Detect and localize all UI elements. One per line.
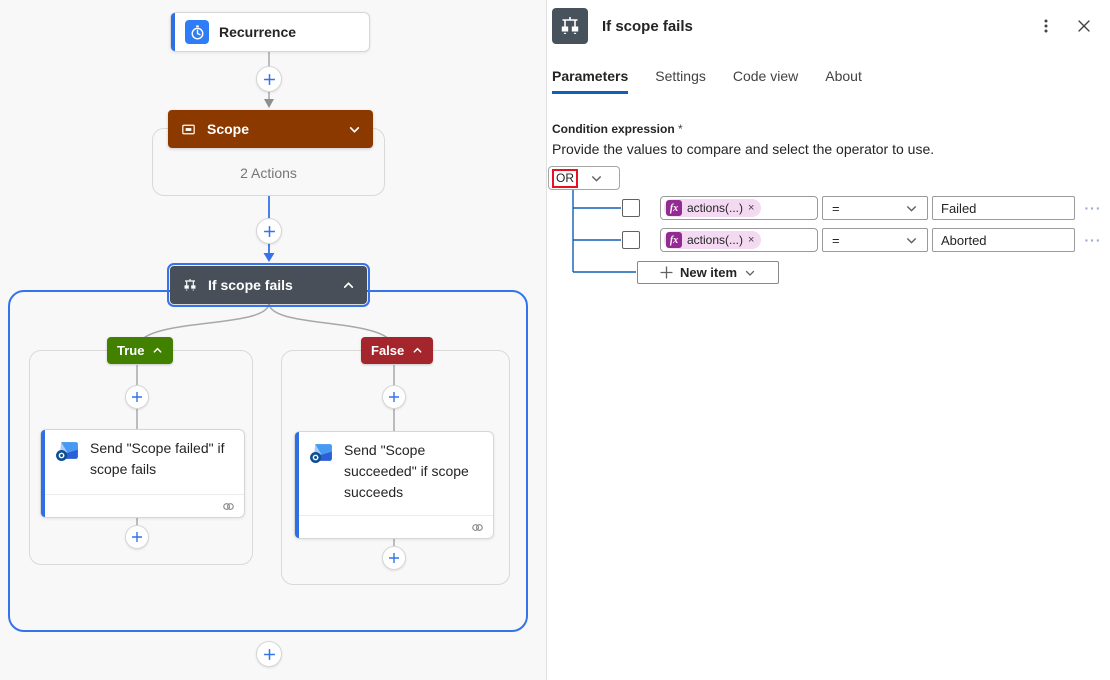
fx-icon: fx xyxy=(666,200,682,216)
card-footer xyxy=(45,494,244,517)
group-operator-value: OR xyxy=(552,168,578,188)
action-title: Send "Scope failed" if scope fails xyxy=(90,440,225,477)
outlook-icon xyxy=(55,438,80,463)
chevron-down-icon xyxy=(907,205,916,212)
false-branch-badge[interactable]: False xyxy=(361,337,434,364)
false-label: False xyxy=(371,343,405,358)
tab-parameters[interactable]: Parameters xyxy=(552,68,629,94)
chip-label: actions(...) xyxy=(687,201,744,215)
more-menu-icon[interactable] xyxy=(1034,14,1058,38)
condition-icon xyxy=(552,8,588,44)
tab-about[interactable]: About xyxy=(825,68,862,84)
condition-label: If scope fails xyxy=(208,277,293,293)
row-1-operand-input[interactable]: fx actions(...) × xyxy=(660,196,818,220)
condition-tree-lines xyxy=(572,190,636,273)
chevron-up-icon[interactable] xyxy=(342,279,355,292)
flow-canvas[interactable]: Recurrence 2 Actions Scope xyxy=(0,0,546,680)
false-branch-add-action-button-2[interactable] xyxy=(382,546,406,570)
row-2-more-icon[interactable]: ··· xyxy=(1080,228,1106,252)
new-item-button[interactable]: New item xyxy=(637,261,779,284)
insert-step-button-3[interactable] xyxy=(256,641,282,667)
row-2-expression-chip[interactable]: fx actions(...) × xyxy=(664,231,762,249)
row-2-value-input[interactable] xyxy=(932,228,1075,252)
condition-icon xyxy=(182,277,198,293)
condition-expression-description: Provide the values to compare and select… xyxy=(552,141,935,157)
panel-title: If scope fails xyxy=(602,17,693,35)
recurrence-clock-icon xyxy=(185,20,209,44)
row-1-expression-chip[interactable]: fx actions(...) × xyxy=(664,199,762,217)
false-branch-add-action-button[interactable] xyxy=(382,385,406,409)
true-branch-add-action-button-2[interactable] xyxy=(125,525,149,549)
chevron-down-icon xyxy=(592,175,601,182)
operator-value: = xyxy=(832,200,840,216)
send-scope-succeeded-card[interactable]: Send "Scope succeeded" if scope succeeds xyxy=(294,431,494,539)
fx-icon: fx xyxy=(666,232,682,248)
new-item-label: New item xyxy=(679,265,738,280)
scope-node[interactable]: Scope xyxy=(168,110,373,148)
connection-link-icon xyxy=(223,502,234,510)
chevron-up-icon xyxy=(154,347,162,353)
recurrence-trigger-card[interactable]: Recurrence xyxy=(170,12,370,52)
chip-remove-icon[interactable]: × xyxy=(748,202,755,214)
scope-icon xyxy=(180,121,197,138)
chevron-down-icon xyxy=(907,237,916,244)
operator-value: = xyxy=(832,232,840,248)
plus-icon xyxy=(660,266,673,279)
insert-step-button-1[interactable] xyxy=(256,66,282,92)
condition-node[interactable]: If scope fails xyxy=(167,263,370,307)
condition-expression-label: Condition expression * xyxy=(552,122,683,136)
row-1-checkbox[interactable] xyxy=(622,199,640,217)
recurrence-label: Recurrence xyxy=(219,23,297,40)
properties-panel: If scope fails Parameters Settings Code … xyxy=(546,0,1110,680)
true-label: True xyxy=(117,343,145,358)
chevron-down-icon xyxy=(745,270,755,276)
required-marker: * xyxy=(678,122,683,136)
connection-link-icon xyxy=(472,523,483,531)
scope-label: Scope xyxy=(207,121,250,137)
panel-tabs: Parameters Settings Code view About xyxy=(547,68,1110,94)
panel-header: If scope fails xyxy=(547,0,1110,44)
action-title: Send "Scope succeeded" if scope succeeds xyxy=(344,442,469,500)
row-1-value-input[interactable] xyxy=(932,196,1075,220)
row-1-operator-dropdown[interactable]: = xyxy=(822,196,928,220)
chevron-up-icon xyxy=(413,347,422,353)
close-icon[interactable] xyxy=(1072,14,1096,38)
tab-code-view[interactable]: Code view xyxy=(732,68,799,84)
row-2-operand-input[interactable]: fx actions(...) × xyxy=(660,228,818,252)
send-scope-failed-card[interactable]: Send "Scope failed" if scope fails xyxy=(40,429,245,518)
card-accent-bar xyxy=(295,432,299,538)
outlook-icon xyxy=(309,440,334,465)
chevron-down-icon[interactable] xyxy=(348,123,361,136)
tab-settings[interactable]: Settings xyxy=(655,68,706,84)
group-operator-dropdown[interactable]: OR xyxy=(548,166,620,190)
card-accent-bar xyxy=(171,13,175,51)
card-accent-bar xyxy=(41,430,45,517)
true-branch-badge[interactable]: True xyxy=(107,337,174,364)
row-1-more-icon[interactable]: ··· xyxy=(1080,196,1106,220)
row-2-operator-dropdown[interactable]: = xyxy=(822,228,928,252)
row-2-checkbox[interactable] xyxy=(622,231,640,249)
scope-actions-count: 2 Actions xyxy=(240,165,297,181)
card-footer xyxy=(299,515,493,538)
chip-label: actions(...) xyxy=(687,233,744,247)
insert-step-button-2[interactable] xyxy=(256,218,282,244)
true-branch-add-action-button[interactable] xyxy=(125,385,149,409)
chip-remove-icon[interactable]: × xyxy=(748,234,755,246)
